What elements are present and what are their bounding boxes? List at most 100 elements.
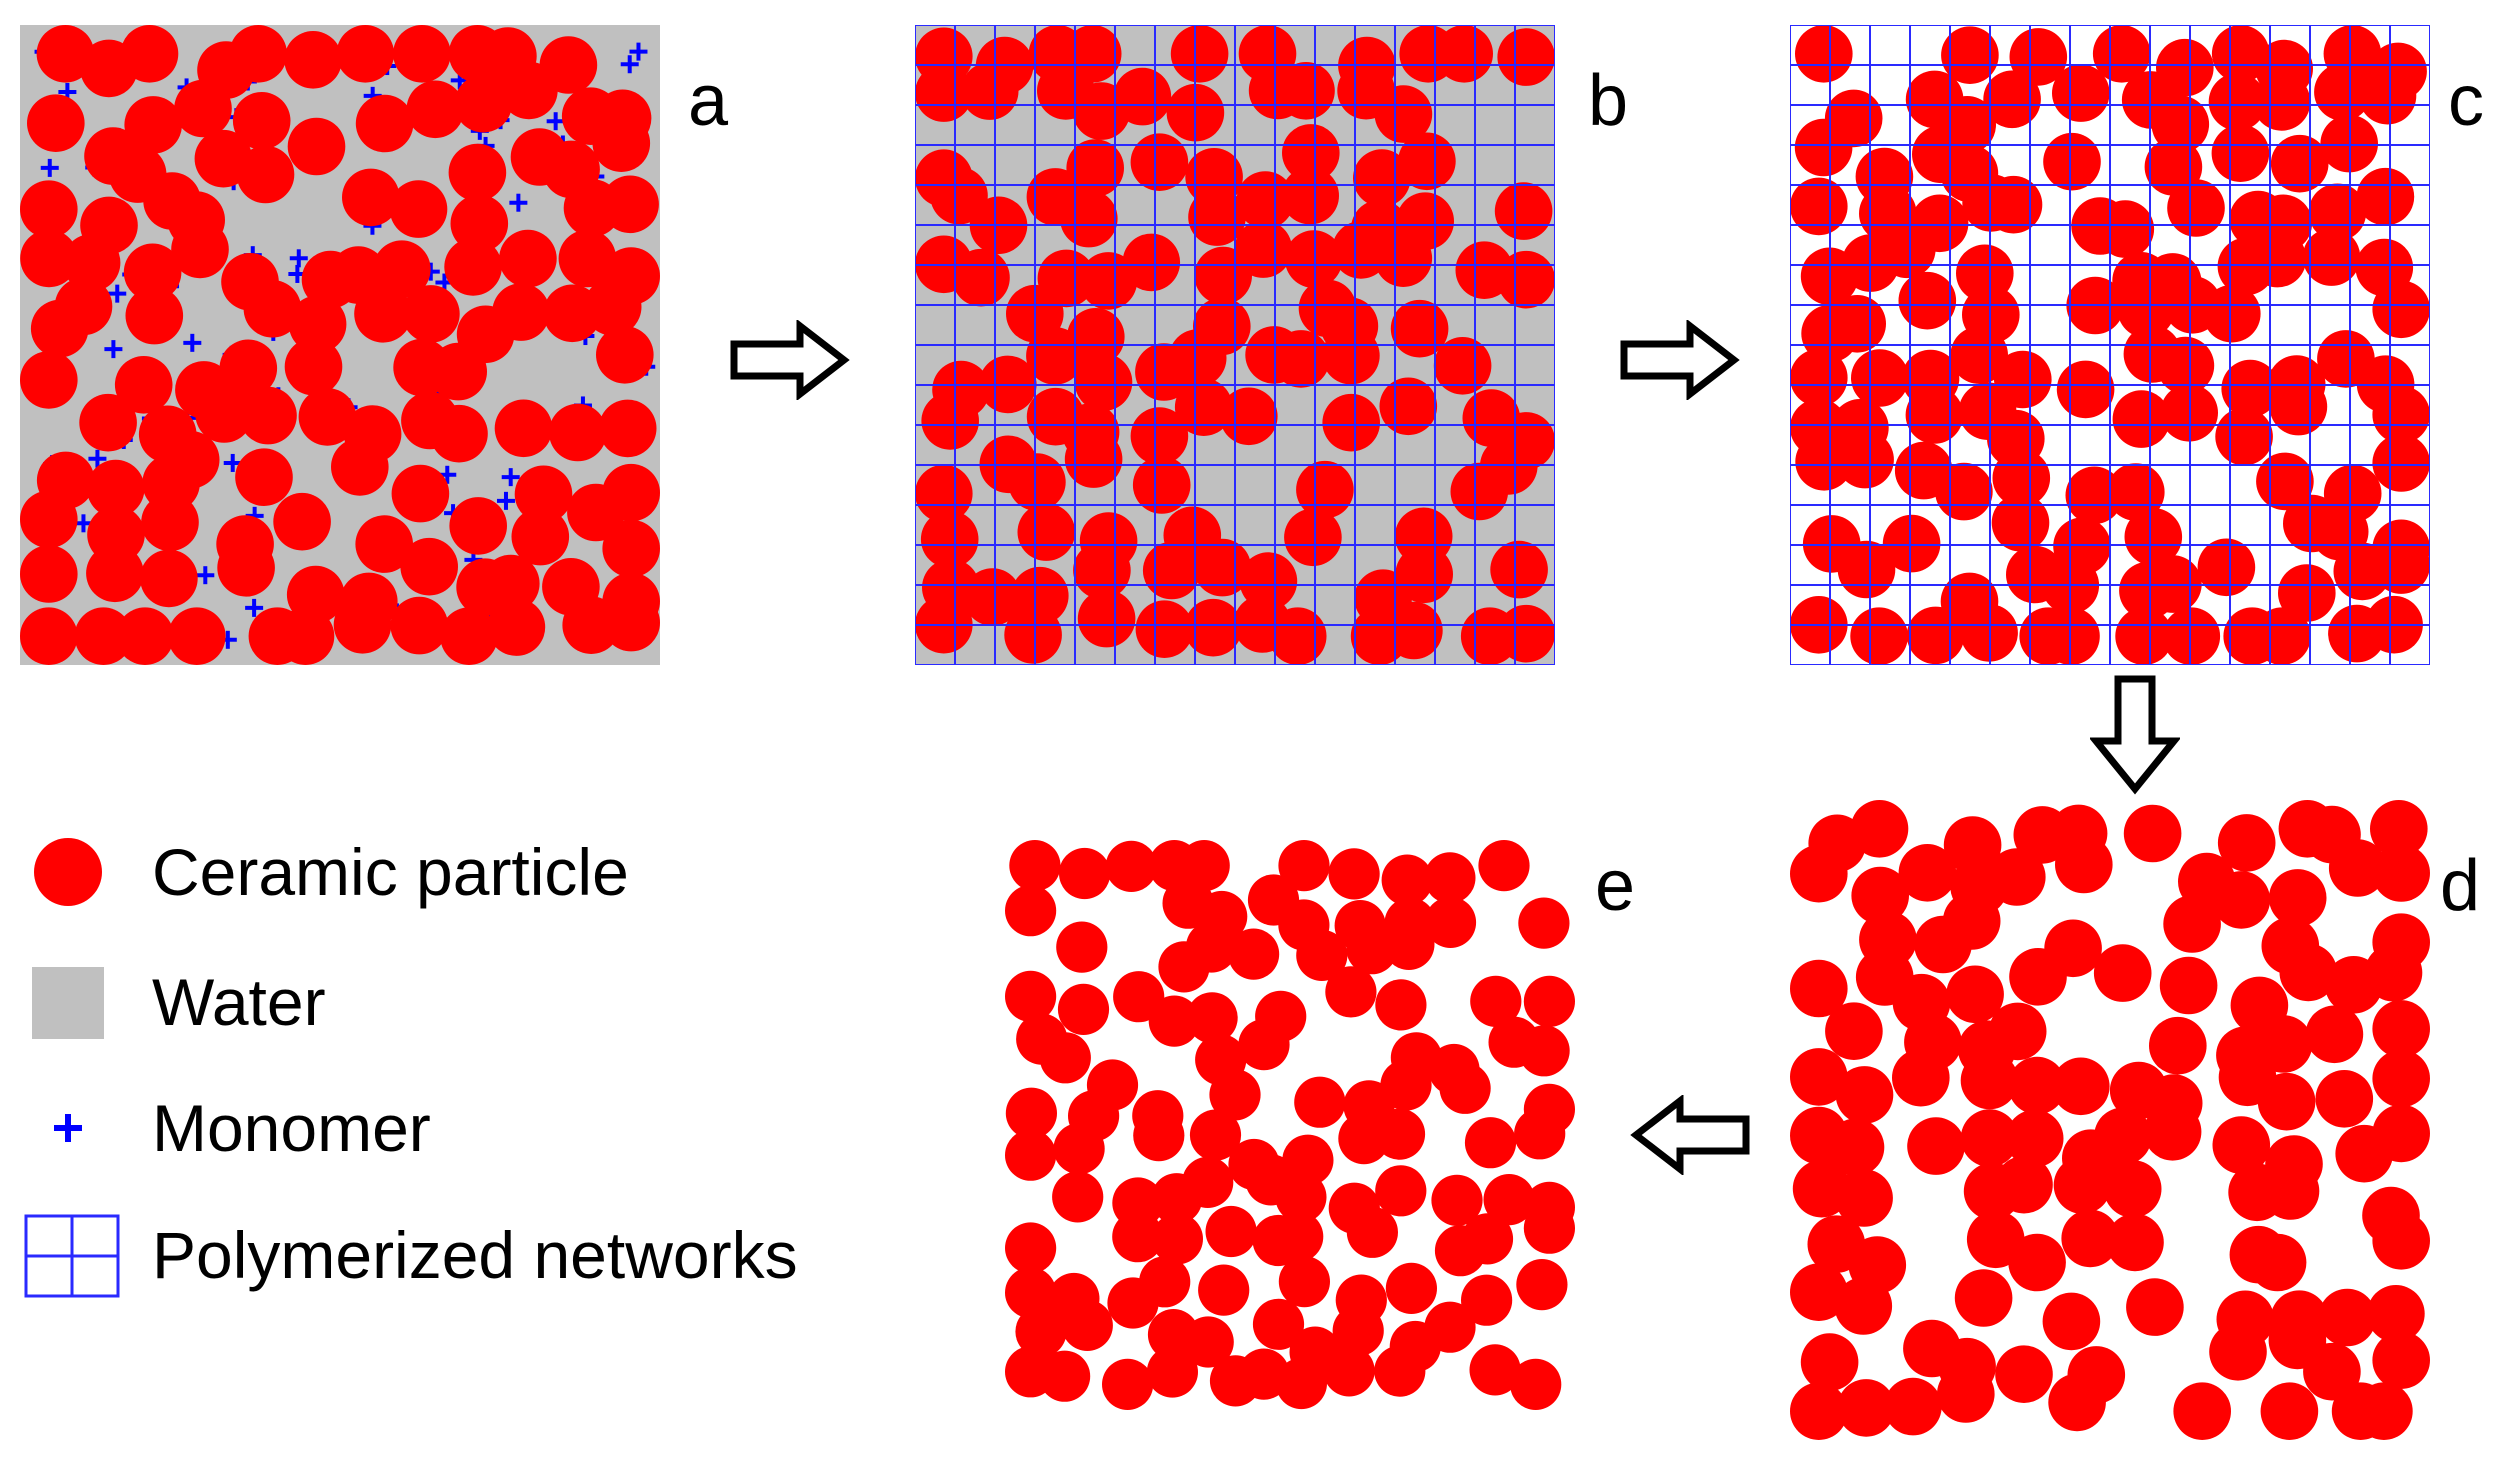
ceramic-particle — [1790, 1382, 1848, 1440]
ceramic-particle — [1278, 840, 1330, 892]
ceramic-particle — [1497, 604, 1555, 663]
ceramic-particle — [1794, 118, 1853, 177]
ceramic-particle — [1272, 1211, 1324, 1263]
ceramic-particle — [1205, 1205, 1257, 1258]
ceramic-particle — [511, 507, 570, 566]
ceramic-particle — [2167, 179, 2225, 237]
ceramic-particle — [1064, 430, 1123, 488]
ceramic-particle — [1186, 992, 1238, 1044]
ceramic-particle — [2008, 1056, 2066, 1115]
monomer-mark — [223, 453, 242, 472]
ceramic-particle — [125, 286, 184, 345]
ceramic-particle — [2279, 943, 2338, 1002]
ceramic-particle — [2257, 1072, 2316, 1131]
ceramic-particle — [1281, 166, 1339, 225]
ceramic-particle — [1518, 1025, 1570, 1077]
ceramic-particle — [20, 490, 78, 549]
ceramic-particle — [1983, 70, 2041, 129]
ceramic-particle — [598, 399, 657, 458]
ceramic-particle — [2048, 1373, 2106, 1432]
ceramic-particle — [2305, 1005, 2364, 1064]
legend-item-polymerized-networks: Polymerized networks — [20, 1210, 798, 1300]
ceramic-particle — [1234, 220, 1293, 278]
ceramic-particle — [2372, 536, 2430, 594]
ceramic-particle — [1059, 847, 1111, 900]
ceramic-particle — [2008, 1233, 2066, 1292]
panel-c-label: c — [2448, 61, 2484, 141]
ceramic-particle — [915, 64, 973, 122]
ceramic-particle — [1494, 182, 1553, 240]
ceramic-particle — [1182, 1316, 1234, 1368]
ceramic-particle — [2159, 956, 2218, 1015]
ceramic-particle — [1170, 25, 1229, 83]
ceramic-particle — [1277, 62, 1335, 120]
ceramic-particle — [1284, 508, 1342, 567]
monomer-mark — [74, 514, 93, 533]
ceramic-particle — [2268, 869, 2327, 927]
ceramic-particle — [1086, 1059, 1139, 1111]
ceramic-particle — [120, 25, 179, 83]
ceramic-particle — [1008, 453, 1066, 511]
ceramic-particle — [1005, 1087, 1057, 1139]
ceramic-particle — [1105, 840, 1157, 892]
legend-item-ceramic-particle: Ceramic particle — [20, 827, 629, 917]
ceramic-particle — [2009, 28, 2068, 86]
panel-d — [1790, 800, 2430, 1440]
ceramic-particle — [1296, 929, 1348, 981]
ceramic-particle — [1004, 606, 1062, 664]
ceramic-particle — [1988, 1002, 2047, 1061]
ceramic-particle — [549, 403, 607, 462]
ceramic-particle — [1523, 975, 1575, 1027]
ceramic-particle — [1174, 378, 1233, 437]
ceramic-particle — [1398, 132, 1456, 191]
ceramic-particle — [1328, 848, 1380, 900]
ceramic-particle — [2163, 895, 2221, 953]
ceramic-particle — [430, 404, 488, 463]
ceramic-particle — [2197, 538, 2256, 597]
panel-b-label: b — [1588, 61, 1629, 141]
ceramic-particle — [1518, 897, 1570, 949]
ceramic-particle — [1272, 330, 1330, 388]
ceramic-particle — [1151, 1213, 1203, 1265]
ceramic-particle — [487, 598, 546, 656]
ceramic-particle — [930, 166, 988, 225]
ceramic-particle — [952, 248, 1010, 307]
ceramic-particle — [1424, 852, 1476, 904]
ceramic-particle — [1375, 1165, 1427, 1217]
ceramic-particle — [229, 25, 287, 83]
ceramic-particle — [141, 493, 199, 552]
ceramic-particle — [1005, 1222, 1057, 1274]
ceramic-particle — [1470, 975, 1522, 1027]
ceramic-particle — [429, 342, 488, 401]
ceramic-particle — [393, 25, 451, 83]
ceramic-particle — [1198, 1264, 1250, 1316]
ceramic-particle — [1892, 1048, 1950, 1107]
ceramic-particle — [2372, 1331, 2430, 1389]
ceramic-particle — [1898, 844, 1957, 902]
ceramic-particle — [1039, 1350, 1091, 1402]
ceramic-particle — [2212, 871, 2271, 929]
ceramic-particle — [1461, 1213, 1514, 1265]
panel-e-label: e — [1595, 846, 1636, 926]
ceramic-particle — [1439, 1062, 1491, 1114]
ceramic-particle — [1238, 1019, 1290, 1071]
ceramic-particle — [1026, 327, 1084, 385]
ceramic-particle — [355, 515, 414, 573]
ceramic-particle — [2252, 73, 2311, 131]
ceramic-particle — [288, 295, 347, 354]
ceramic-particle — [1135, 600, 1194, 658]
ceramic-particle — [1828, 295, 1886, 353]
ceramic-particle — [168, 607, 226, 665]
ceramic-particle — [2372, 1104, 2430, 1163]
ceramic-particle — [2364, 944, 2423, 1002]
ceramic-particle — [1984, 175, 2043, 234]
ceramic-particle — [482, 554, 540, 613]
ceramic-particle — [1373, 1108, 1426, 1160]
ceramic-particle — [592, 114, 651, 172]
ceramic-particle — [1835, 1169, 1893, 1227]
ceramic-particle — [2162, 607, 2221, 665]
ceramic-particle — [2043, 132, 2101, 191]
ceramic-particle — [1268, 607, 1327, 665]
ceramic-particle — [2212, 1116, 2271, 1174]
ceramic-particle — [1834, 1277, 1893, 1335]
